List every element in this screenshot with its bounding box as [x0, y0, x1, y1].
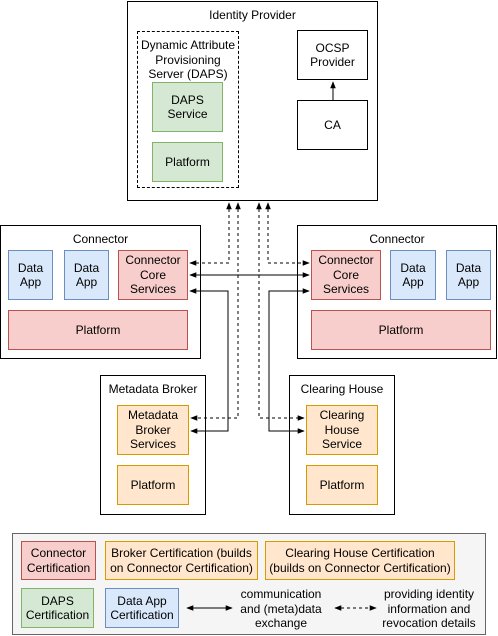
legend-clearing-house-certification: Clearing House Certification (builds on … [265, 541, 455, 580]
ocsp-provider: OCSP Provider [297, 30, 368, 80]
daps-group: Dynamic Attribute Provisioning Server (D… [137, 31, 239, 188]
connector-left-data-app-2: Data App [64, 250, 109, 300]
legend-daps-certification: DAPS Certification [21, 588, 94, 628]
clearing-house-service: Clearing House Service [306, 405, 378, 455]
legend-data-app-certification: Data App Certification [105, 588, 179, 628]
daps-platform: Platform [152, 142, 223, 182]
connector-left-data-app-1: Data App [8, 250, 53, 300]
legend-broker-certification: Broker Certification (builds on Connecto… [105, 541, 258, 580]
connector-left-core-services: Connector Core Services [118, 250, 188, 300]
legend-dashed-arrow-label: providing identity information and revoc… [382, 587, 476, 630]
metadata-broker-services: Metadata Broker Services [117, 405, 189, 455]
connector-left-title: Connector [72, 232, 129, 246]
legend-solid-arrow-label: communication and (meta)data exchange [240, 587, 322, 630]
connector-right-title: Connector [369, 232, 425, 246]
daps-group-title: Dynamic Attribute Provisioning Server (D… [140, 38, 236, 82]
connector-right-data-app-2: Data App [446, 250, 491, 300]
connector-left-platform: Platform [8, 310, 188, 350]
ca: CA [297, 100, 368, 150]
metadata-broker-platform: Platform [117, 465, 189, 505]
connector-right-core-services: Connector Core Services [311, 250, 381, 300]
clearing-house-title: Clearing House [300, 382, 384, 396]
daps-service: DAPS Service [152, 82, 223, 132]
legend-connector-certification: Connector Certification [21, 541, 96, 580]
metadata-broker-title: Metadata Broker [108, 382, 198, 396]
connector-right-data-app-1: Data App [390, 250, 436, 300]
clearing-house-platform: Platform [306, 465, 378, 505]
connector-right-platform: Platform [311, 310, 491, 350]
identity-provider-title: Identity Provider [209, 8, 296, 22]
